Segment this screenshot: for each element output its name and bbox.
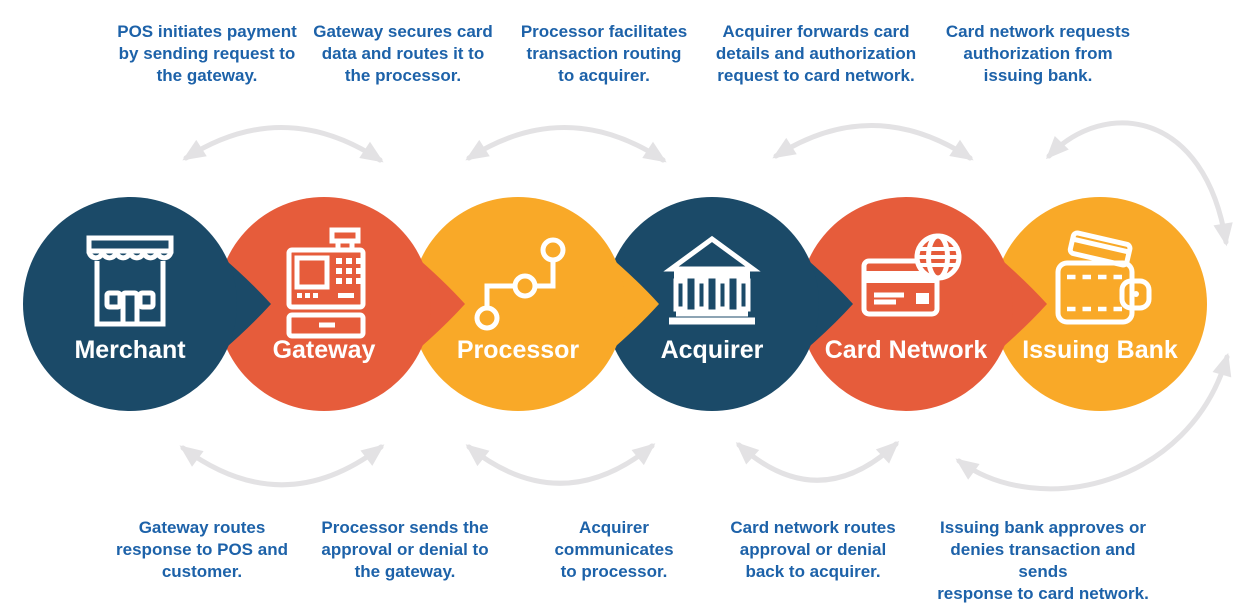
arrow-top-3 [772, 123, 974, 161]
node-card-network: Card Network [799, 197, 1047, 411]
caption-bottom-2: Processor sends the approval or denial t… [321, 518, 489, 582]
storefront-icon [86, 235, 174, 327]
caption-bottom-5: Issuing bank approves or denies transact… [937, 518, 1149, 604]
node-gateway: Gateway [217, 197, 465, 411]
network-path-icon [474, 237, 566, 331]
arrow-bottom-3 [735, 441, 900, 483]
caption-top-3: Processor facilitates transaction routin… [520, 22, 688, 86]
caption-bottom-4: Card network routes approval or denial b… [730, 518, 896, 582]
node-label: Processor [457, 336, 580, 364]
arrow-top-2 [465, 125, 667, 163]
caption-bottom-3: Acquirer communicates to processor. [554, 518, 674, 582]
node-label: Acquirer [661, 336, 764, 364]
node-processor: Processor [411, 197, 659, 411]
node-label: Issuing Bank [1022, 336, 1178, 364]
arrow-bottom-2 [465, 443, 656, 486]
pos-terminal-icon [286, 227, 366, 339]
wallet-icon [1055, 230, 1152, 325]
node-circle [605, 197, 819, 411]
node-issuing-bank: Issuing Bank [993, 197, 1207, 411]
arrow-bottom-4 [955, 352, 1232, 492]
arrow-top-4 [1045, 120, 1233, 247]
node-merchant: Merchant [23, 197, 271, 411]
caption-bottom-1: Gateway routes response to POS and custo… [116, 518, 288, 582]
caption-top-1: POS initiates payment by sending request… [117, 22, 297, 86]
caption-top-4: Acquirer forwards card details and autho… [715, 22, 917, 86]
arrow-top-1 [182, 125, 384, 163]
node-label: Gateway [273, 336, 376, 364]
flow-arrows [179, 120, 1233, 492]
arrow-bottom-1 [179, 444, 385, 488]
node-acquirer: Acquirer [605, 197, 853, 411]
node-circle [217, 197, 431, 411]
node-label: Card Network [825, 336, 988, 364]
node-circle [993, 197, 1207, 411]
caption-top-2: Gateway secures card data and routes it … [313, 22, 493, 86]
node-circle [411, 197, 625, 411]
card-globe-icon [861, 233, 962, 317]
node-label: Merchant [74, 336, 186, 364]
node-circle [23, 197, 237, 411]
caption-top-5: Card network requests authorization from… [945, 22, 1131, 86]
bank-icon [663, 235, 761, 325]
